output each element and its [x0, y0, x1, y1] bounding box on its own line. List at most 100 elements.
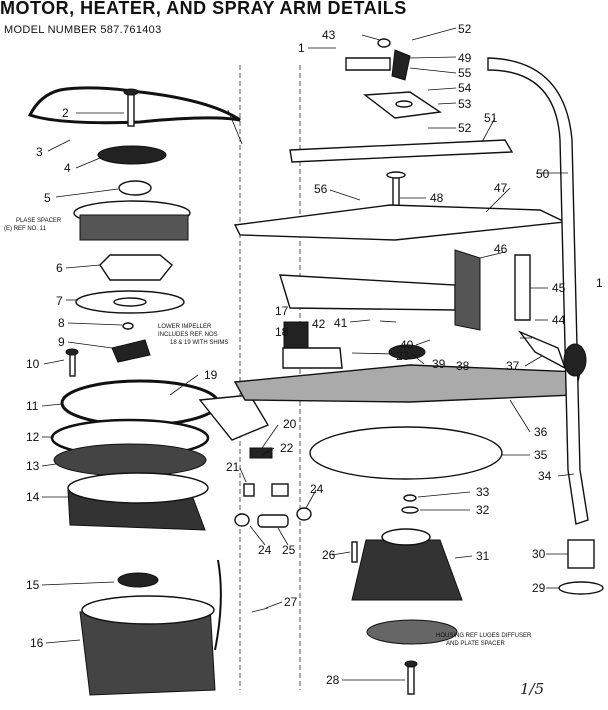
motor-leads — [214, 559, 222, 651]
bracket — [198, 394, 270, 441]
screw-part — [127, 91, 135, 127]
seal — [53, 443, 207, 477]
clip — [234, 513, 250, 527]
hub-nut — [388, 344, 426, 360]
callout-8: 8 — [58, 316, 65, 330]
callout-23: 23 — [396, 349, 410, 363]
callout-37: 37 — [506, 359, 520, 373]
callout-31: 31 — [476, 549, 490, 563]
callout-2: 2 — [62, 106, 69, 120]
spacer-note-line: PLASE SPACER — [16, 218, 62, 224]
spacer-note-line: (E) REF NO. 11 — [4, 226, 47, 232]
model-number: MODEL NUMBER 587.761403 — [4, 24, 162, 36]
callout-44: 44 — [552, 313, 566, 327]
callout-21: 21 — [226, 460, 240, 474]
heater-terminal — [227, 109, 243, 145]
callout-11: 11 — [26, 399, 39, 413]
terminal-block — [249, 447, 273, 459]
supply-elbow — [517, 330, 567, 370]
diagram-title: MOTOR, HEATER, AND SPRAY ARM DETAILS — [0, 0, 407, 18]
filter-ring — [60, 379, 220, 427]
washer — [403, 494, 417, 502]
callout-38: 38 — [456, 359, 470, 373]
callout-50: 50 — [536, 167, 550, 181]
callout-41: 41 — [334, 316, 348, 330]
callout-14: 14 — [26, 490, 40, 504]
callout-24: 24 — [310, 482, 324, 496]
housing-note-line: HOUSING REF LUGES DIFFUSER — [436, 633, 532, 639]
motor-top — [81, 595, 215, 625]
pump-guard — [99, 254, 173, 281]
screw-part — [407, 663, 415, 695]
callout-33: 33 — [476, 485, 490, 499]
callout-19: 19 — [204, 368, 218, 382]
cap — [558, 581, 604, 595]
lower-spray-arm — [233, 364, 581, 403]
callout-55: 55 — [458, 66, 472, 80]
callout-56: 56 — [314, 182, 328, 196]
callout-46: 46 — [494, 242, 508, 256]
callout-6: 6 — [56, 261, 63, 275]
callout-28: 28 — [326, 673, 340, 687]
screw-part — [69, 351, 76, 377]
mount-hub — [395, 100, 413, 108]
callout-45: 45 — [552, 281, 566, 295]
pump-housing-top — [381, 528, 431, 546]
callout-1: 1 — [596, 276, 603, 290]
callout-35: 35 — [534, 448, 548, 462]
leader-lines — [41, 27, 575, 681]
callout-12: 12 — [26, 430, 40, 444]
callout-24: 24 — [258, 543, 272, 557]
spacer-gear — [118, 180, 152, 196]
nut — [377, 38, 391, 48]
screw-27 — [251, 607, 269, 613]
housing-note-line: AND PLATE SPACER — [446, 641, 505, 647]
callout-34: 34 — [538, 469, 552, 483]
callout-25: 25 — [282, 543, 296, 557]
callout-32: 32 — [476, 503, 490, 517]
callout-51: 51 — [484, 111, 498, 125]
feed-tube — [279, 274, 456, 311]
upper-spray-arm — [289, 139, 514, 163]
hose-sleeve — [257, 514, 289, 528]
callout-1: 1 — [298, 41, 305, 55]
callout-29: 29 — [532, 581, 546, 595]
impeller-note-line: LOWER IMPELLER — [158, 324, 212, 330]
callout-18: 18 — [275, 325, 289, 339]
callout-48: 48 — [430, 191, 444, 205]
impeller-note-line: INCLUDES REF. NOS — [158, 332, 218, 338]
pipe-coupling — [563, 343, 587, 377]
screw-head — [404, 660, 418, 668]
callout-43: 43 — [322, 28, 336, 42]
callout-15: 15 — [26, 578, 40, 592]
screw-head — [65, 348, 79, 356]
callout-42: 42 — [312, 317, 326, 331]
callout-7: 7 — [56, 294, 63, 308]
mount-plate-45 — [514, 254, 531, 321]
tube-bracket — [454, 249, 481, 331]
callout-10: 10 — [26, 357, 40, 371]
motor-mount-top — [67, 472, 209, 504]
motor-fan — [117, 572, 159, 588]
callout-49: 49 — [458, 51, 472, 65]
bracket-clip — [391, 49, 411, 81]
bearing-housing — [282, 347, 343, 369]
callout-52: 52 — [458, 22, 472, 36]
diffuser-disk — [309, 426, 503, 480]
coupler — [567, 539, 595, 569]
callout-36: 36 — [534, 425, 548, 439]
callout-53: 53 — [458, 97, 472, 111]
shim — [122, 322, 134, 330]
heater-element — [27, 86, 241, 125]
upper-impeller — [97, 145, 167, 165]
callout-4: 4 — [64, 161, 71, 175]
callout-26: 26 — [322, 548, 336, 562]
clip — [296, 507, 312, 521]
middle-spray-arm — [233, 204, 568, 241]
callout-39: 39 — [432, 357, 446, 371]
callout-3: 3 — [36, 145, 43, 159]
part-notes: PLASE SPACER (E) REF NO. 11 LOWER IMPELL… — [4, 218, 532, 647]
callout-13: 13 — [26, 459, 40, 473]
callout-27: 27 — [284, 595, 298, 609]
